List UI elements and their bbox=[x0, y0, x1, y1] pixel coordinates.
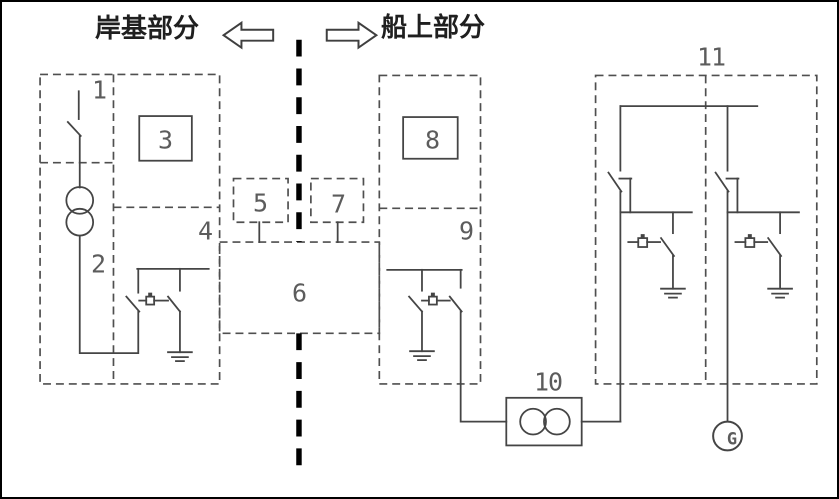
left-arrow-icon bbox=[221, 20, 275, 50]
ship-feeder-line bbox=[459, 310, 508, 423]
component-label-5: 5 bbox=[252, 188, 268, 218]
component-label-2: 2 bbox=[90, 249, 106, 279]
ground-icon bbox=[409, 350, 435, 361]
plug-box-5 bbox=[232, 177, 289, 224]
interlock-icon bbox=[145, 295, 156, 306]
component-label-7: 7 bbox=[330, 189, 346, 219]
ship-section-title: 船上部分 bbox=[380, 13, 486, 43]
component-label-1: 1 bbox=[91, 75, 107, 105]
component-label-11: 11 bbox=[696, 42, 726, 72]
component-label-4: 4 bbox=[197, 216, 213, 246]
box11-right-breaker bbox=[714, 105, 800, 423]
shore-disconnect-switch-1 bbox=[66, 90, 82, 138]
ship-earthing-switch bbox=[386, 268, 508, 423]
generator-label: G bbox=[726, 429, 738, 450]
ship-connection-outer-box bbox=[378, 74, 482, 385]
shore-transformer-2 bbox=[65, 135, 140, 355]
right-arrow-icon bbox=[325, 20, 379, 50]
shore-earthing-switch bbox=[125, 267, 210, 362]
generator-circle bbox=[712, 420, 743, 452]
interlock-icon bbox=[637, 237, 649, 248]
interlock-icon bbox=[428, 295, 438, 306]
box11-left-breaker bbox=[607, 105, 693, 423]
ground-icon bbox=[660, 287, 686, 299]
component-label-10: 10 bbox=[533, 367, 563, 397]
interlock-icon bbox=[744, 237, 756, 248]
ship-switchboard-box-11 bbox=[594, 74, 818, 385]
controller-box-8 bbox=[402, 116, 459, 160]
component-label-9: 9 bbox=[458, 216, 474, 246]
ground-icon bbox=[167, 351, 193, 362]
component-label-3: 3 bbox=[157, 125, 173, 155]
shore-switchgear-outer-box bbox=[39, 73, 221, 385]
ground-icon bbox=[767, 287, 793, 299]
component-label-6: 6 bbox=[291, 278, 307, 308]
component-label-8: 8 bbox=[424, 125, 440, 155]
controller-box-3 bbox=[138, 115, 193, 162]
shore-section-title: 岸基部分 bbox=[94, 14, 200, 44]
ship-transformer-10 bbox=[519, 407, 622, 436]
